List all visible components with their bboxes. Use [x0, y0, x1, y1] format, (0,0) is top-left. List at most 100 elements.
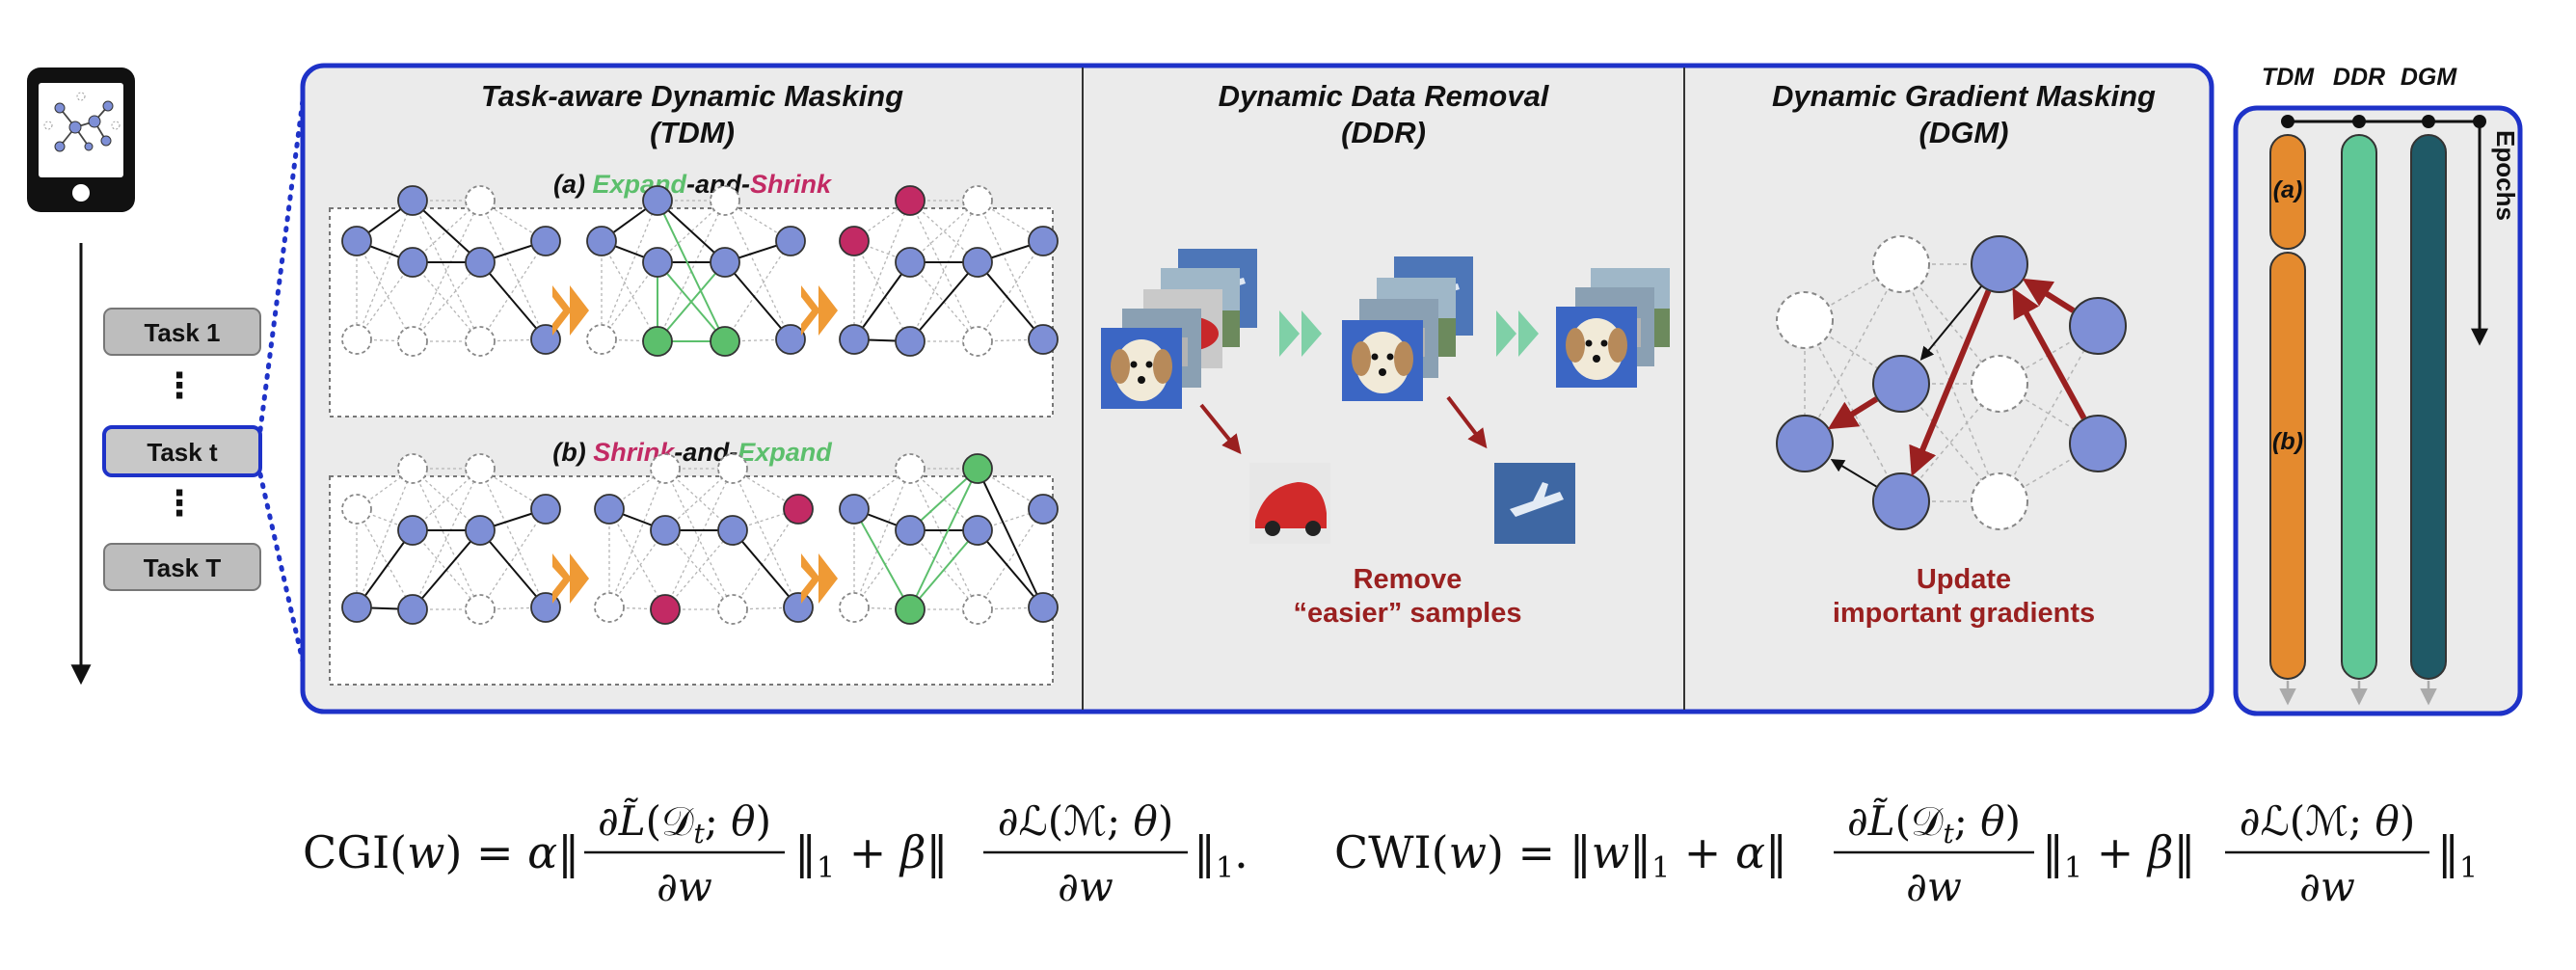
ddr-caption-line1: Remove [1354, 564, 1462, 595]
epochs-dot-ddr [2352, 115, 2366, 128]
inactive-edge [479, 508, 547, 610]
active-node [341, 226, 372, 256]
active-node [839, 324, 870, 355]
task-1-box: Task 1 [103, 308, 261, 356]
inactive-edge [977, 508, 1044, 610]
dgm-active-node [1971, 235, 2028, 293]
svg-text:∂w: ∂w [1906, 863, 1962, 910]
expanded-edge [853, 508, 911, 610]
active-edge [412, 529, 481, 610]
puppy-image-mid [1342, 320, 1423, 401]
dgm-network [1776, 235, 2127, 530]
active-node [1028, 226, 1059, 256]
inactive-edge [356, 200, 414, 340]
inactive-edge [356, 261, 414, 340]
shrunk-node [839, 226, 870, 256]
shrunk-node [895, 185, 926, 216]
teal-chevrons-1 [1279, 310, 1322, 357]
inactive-node [465, 326, 496, 357]
task-t-label: Task t [147, 438, 218, 467]
teal-chevrons-2 [1496, 310, 1539, 357]
inactive-edge [853, 529, 911, 608]
epochs-label-ddr: DDR [2333, 64, 2385, 91]
gradient-arrow-important [2022, 278, 2076, 313]
active-node [530, 494, 561, 525]
active-node [650, 515, 681, 546]
inactive-edge [977, 240, 1044, 342]
epochs-label-dgm: DGM [2401, 64, 2458, 91]
inactive-node [839, 592, 870, 623]
dgm-caption-line2: important gradients [1833, 598, 2095, 629]
cwi-formula: CWI(w) = ‖w‖1 + α‖ ∂L̃(𝒟t; θ) ∂w ‖1 + β‖… [1334, 796, 2478, 910]
inactive-node [465, 594, 496, 625]
expanded-node [895, 594, 926, 625]
ellipsis-lower: ⋮ [162, 483, 197, 523]
dgm-edge [1804, 263, 1902, 445]
inactive-edge [664, 468, 734, 610]
inactive-edge [724, 200, 792, 340]
shrunk-node [783, 494, 814, 525]
tdm-subtitle-a: (a) Expand-and-Shrink [553, 170, 833, 199]
task-T-label: Task T [144, 553, 222, 582]
tdm-title: Task-aware Dynamic Masking [481, 79, 903, 113]
gradient-arrow-important [1909, 289, 1992, 477]
svg-text:∂w: ∂w [1058, 863, 1114, 910]
tdm-network-b [341, 453, 1059, 625]
ddr-title: Dynamic Data Removal [1219, 79, 1550, 113]
active-edge [732, 529, 799, 608]
image-stack-1 [1101, 249, 1257, 409]
svg-text:‖1.: ‖1. [1194, 826, 1248, 885]
svg-text:∂L̃(𝒟t; θ): ∂L̃(𝒟t; θ) [598, 796, 771, 849]
inactive-node [717, 594, 748, 625]
inactive-edge [608, 508, 666, 610]
gradient-arrow-minor [1830, 459, 1877, 488]
orange-chevrons-a2 [801, 285, 838, 336]
active-node [397, 185, 428, 216]
dgm-active-node [1872, 355, 1930, 413]
dgm-title: Dynamic Gradient Masking [1772, 79, 2156, 113]
inactive-edge [356, 468, 414, 608]
tdm-bar-phase-b [2269, 252, 2306, 680]
inactive-node [465, 453, 496, 484]
active-node [465, 515, 496, 546]
tdm-abbrev: (TDM) [650, 116, 735, 149]
svg-text:∂w: ∂w [2299, 863, 2355, 910]
gradient-arrow-important [1827, 396, 1879, 430]
active-node [530, 226, 561, 256]
puppy-image [1101, 328, 1182, 409]
svg-text:‖1: ‖1 [2437, 826, 2478, 885]
task-t-box: Task t [102, 425, 262, 477]
active-edge [977, 529, 1044, 608]
inactive-edge [909, 200, 979, 342]
dgm-caption-line1: Update [1917, 564, 2011, 595]
zoom-line-bottom [257, 472, 306, 664]
inactive-node [962, 185, 993, 216]
expanded-node [710, 326, 740, 357]
epochs-dot-dgm [2422, 115, 2435, 128]
active-node [397, 594, 428, 625]
active-node [465, 247, 496, 278]
phone-icon [27, 67, 135, 212]
inactive-edge [601, 261, 658, 340]
inactive-edge [608, 468, 666, 608]
inactive-edge [412, 200, 481, 342]
inactive-edge [853, 240, 911, 342]
inactive-edge [732, 508, 799, 610]
expanded-edge [657, 200, 726, 342]
active-node [642, 185, 673, 216]
active-node [397, 515, 428, 546]
inactive-node [717, 453, 748, 484]
remove-arrow-1 [1199, 403, 1242, 455]
network-a-1 [341, 185, 561, 357]
inactive-edge [479, 468, 547, 608]
removed-airplane-image [1494, 463, 1575, 544]
inactive-edge [412, 468, 481, 610]
inactive-node [586, 324, 617, 355]
tdm-network-a [341, 185, 1059, 357]
dgm-inactive-node [1971, 355, 2028, 413]
inactive-node [397, 453, 428, 484]
active-node [783, 592, 814, 623]
expanded-edge [909, 468, 979, 610]
epochs-label: Epochs [2491, 130, 2520, 221]
orange-chevrons-b2 [801, 553, 838, 604]
